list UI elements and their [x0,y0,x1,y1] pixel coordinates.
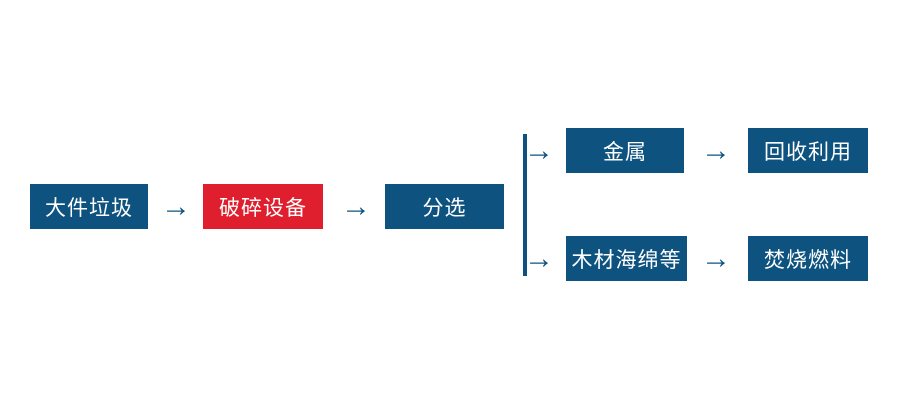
arrow-right-icon: → [524,133,554,167]
node-wood-sponge: 木材海绵等 [566,236,687,281]
arrow-right-icon: → [701,133,731,167]
node-recycling: 回收利用 [748,128,868,173]
node-metal: 金属 [566,128,684,173]
arrow-right-icon: → [161,189,191,223]
arrow-right-icon: → [701,241,731,275]
arrow-right-icon: → [524,241,554,275]
node-crushing-equipment: 破碎设备 [203,184,323,229]
node-incineration-fuel: 焚烧燃料 [748,236,868,281]
arrow-right-icon: → [341,189,371,223]
node-bulky-waste: 大件垃圾 [30,184,148,229]
branch-split-line [523,134,527,276]
node-sorting: 分选 [385,184,504,229]
